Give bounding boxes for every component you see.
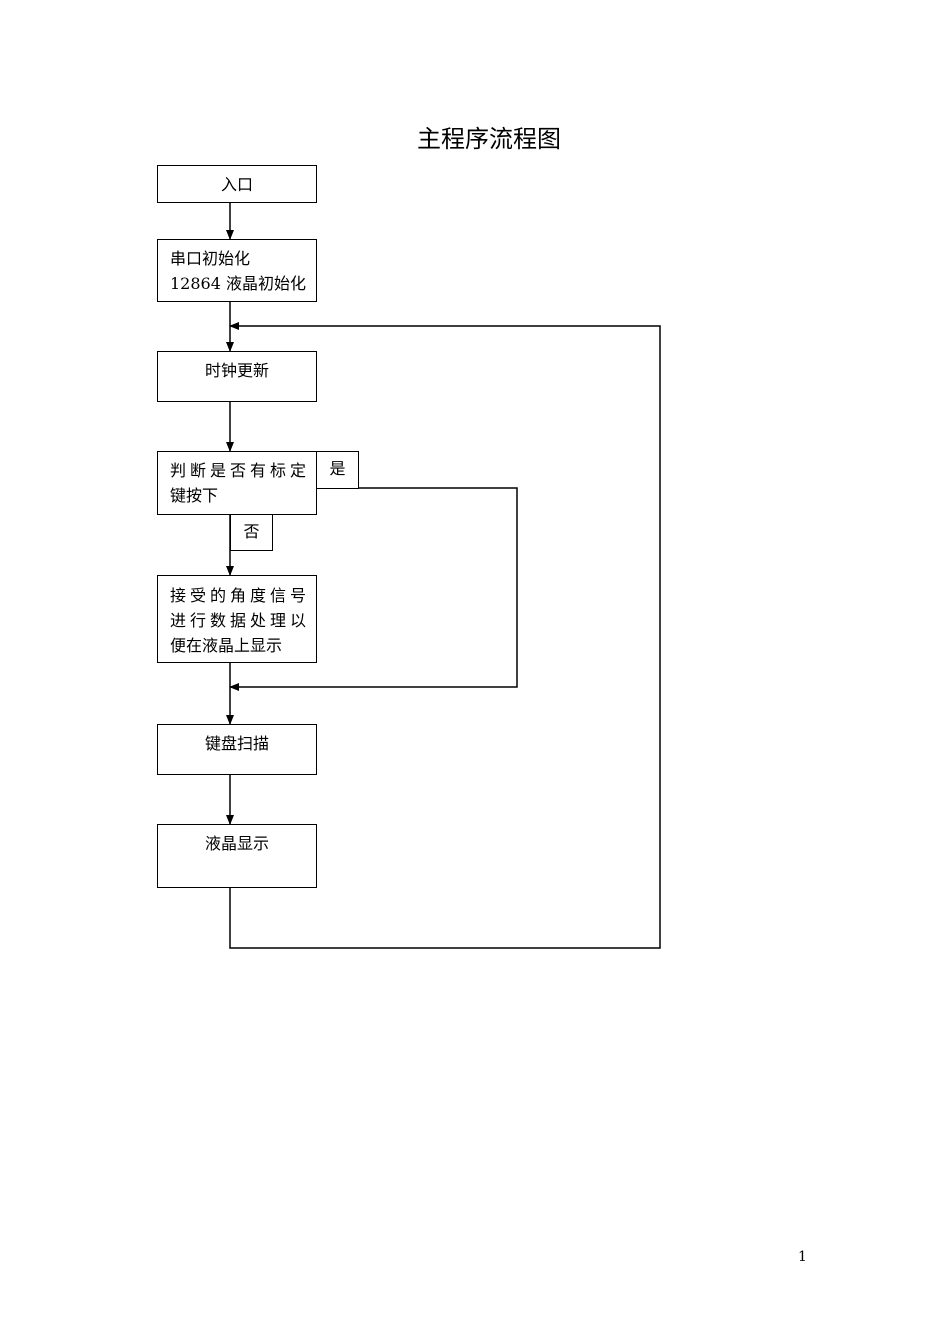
node-process-line-2: 进行数据处理以: [170, 611, 311, 630]
node-process-signal: 接受的角度信号 进行数据处理以 便在液晶上显示: [157, 575, 317, 663]
node-process-line-1: 接受的角度信号: [170, 586, 311, 605]
node-process-line-3: 便在液晶上显示: [170, 636, 283, 655]
branch-label-no: 否: [230, 514, 273, 551]
node-decision: 判断是否有标定 键按下: [157, 451, 317, 515]
node-decision-line-2: 键按下: [170, 486, 219, 505]
branch-label-yes: 是: [316, 451, 359, 489]
node-decision-line-1: 判断是否有标定: [170, 461, 311, 480]
node-entry-text: 入口: [220, 175, 253, 194]
node-entry: 入口: [157, 165, 317, 203]
node-init-line-2: 12864 液晶初始化: [170, 274, 306, 293]
node-keyboard-scan-text: 键盘扫描: [204, 734, 269, 753]
node-lcd-display-text: 液晶显示: [204, 834, 269, 853]
node-clock-update: 时钟更新: [157, 351, 317, 402]
loop-back-path: [229, 322, 661, 949]
node-init: 串口初始化 12864 液晶初始化: [157, 239, 317, 302]
node-init-line-1: 串口初始化: [170, 249, 251, 268]
node-lcd-display: 液晶显示: [157, 824, 317, 888]
yes-branch-path: [229, 487, 518, 691]
flowchart-title: 主程序流程图: [417, 125, 561, 153]
node-clock-update-text: 时钟更新: [204, 361, 269, 380]
node-keyboard-scan: 键盘扫描: [157, 724, 317, 775]
page-number: 1: [798, 1249, 807, 1265]
